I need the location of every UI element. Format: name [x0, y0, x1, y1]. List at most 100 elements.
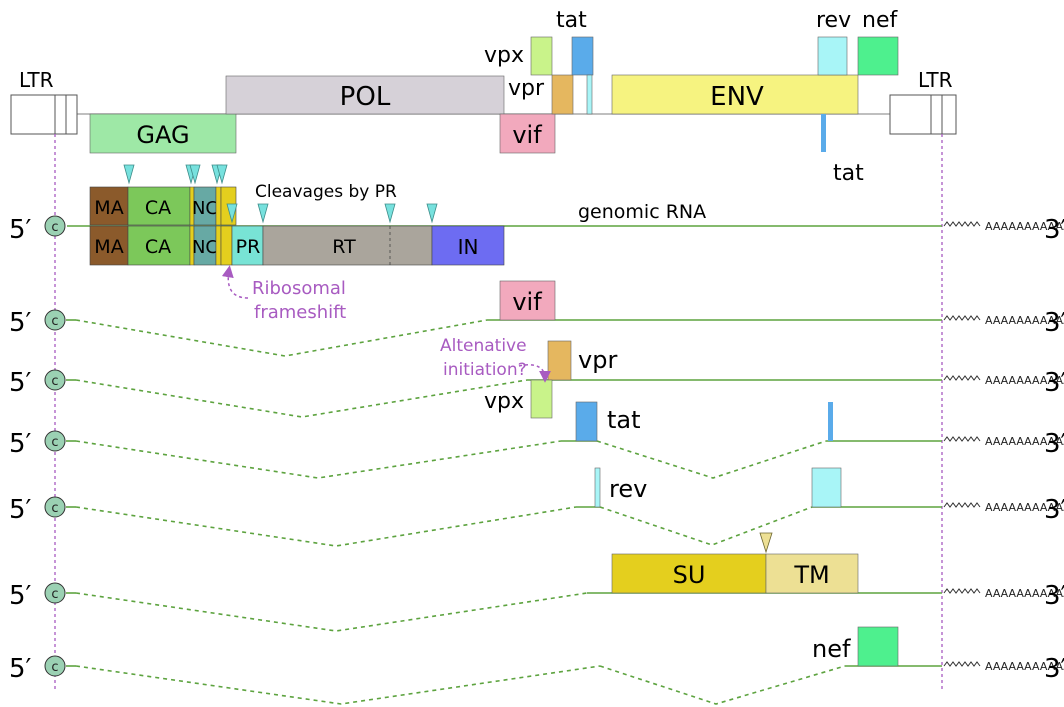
five-prime-label: 5′	[9, 429, 32, 459]
five-prime-label: 5′	[9, 495, 32, 525]
tat-exon-2	[821, 114, 826, 152]
intron-dash	[596, 440, 827, 479]
transcript-rev: 5′ c rev AAAAAAAAAAA 3′	[9, 467, 1064, 547]
gagpol-ca-label: CA	[145, 236, 171, 258]
intron-dash	[599, 506, 813, 546]
rev-label: rev	[816, 8, 851, 33]
nef-orf	[857, 626, 899, 667]
cleavage-marker-5	[216, 164, 228, 185]
alt-initiation-line1: Altenative	[440, 336, 527, 356]
intron-dash	[75, 379, 528, 418]
intron-dash	[75, 506, 577, 547]
rev-orf-1	[594, 467, 601, 508]
gagpol-nc-label: NC	[192, 237, 218, 258]
three-prime-label: 3′	[1044, 654, 1064, 684]
three-prime-label: 3′	[1044, 495, 1064, 525]
cleavage-markers	[123, 164, 438, 224]
rev-exon-1	[586, 74, 593, 115]
gagpol-pr-label: PR	[236, 236, 261, 258]
gagpol-sp2	[215, 225, 222, 266]
polya-label: AAAAAAAAAAA	[985, 314, 1064, 327]
frameshift-arrow	[221, 265, 249, 299]
cleavage-label: Cleavages by PR	[255, 182, 397, 202]
vif-orf	[499, 280, 556, 321]
vpr-orf	[547, 340, 572, 381]
tat-orf-label: tat	[607, 406, 641, 434]
pol-box	[225, 75, 505, 115]
polya-tail-zigzag	[943, 375, 981, 381]
five-prime-label: 5′	[9, 308, 32, 338]
polya-label: AAAAAAAAAAA	[985, 220, 1064, 233]
polya-label: AAAAAAAAAAA	[985, 587, 1064, 600]
genomic-rna-label: genomic RNA	[578, 201, 706, 223]
tat-bottom-label: tat	[833, 161, 864, 186]
cap-label: c	[51, 587, 58, 602]
cap-label: c	[51, 660, 58, 675]
cap-circle	[44, 369, 66, 391]
gag-sp2	[215, 186, 222, 226]
intron-dash	[75, 665, 601, 705]
cleavage-marker-6	[226, 203, 238, 224]
vpx-orf	[530, 379, 553, 419]
three-prime-label: 3′	[1044, 429, 1064, 459]
cleavage-marker-7	[257, 203, 269, 224]
gagpol-ca	[127, 225, 191, 266]
polya-tail-zigzag	[943, 436, 981, 442]
tat-orf-1	[575, 401, 598, 442]
cap-circle	[44, 309, 66, 331]
vpr-orf-label: vpr	[578, 346, 617, 374]
three-prime-label: 3′	[1044, 215, 1064, 245]
pol-label: POL	[340, 82, 391, 112]
genome-map: LTR LTR GAG POL vif vpx vpr tat ENV	[10, 8, 957, 186]
five-prime-label: 5′	[9, 581, 32, 611]
su-label: SU	[673, 561, 706, 589]
cap-circle	[44, 215, 66, 237]
intron-dash	[75, 592, 588, 632]
vif-orf-label: vif	[512, 288, 542, 316]
tat-box-1	[571, 36, 594, 76]
polya-label: AAAAAAAAAAA	[985, 660, 1064, 673]
transcript-vif: 5′ c vif AAAAAAAAAAA 3′	[9, 280, 1064, 357]
ltr-right: LTR	[889, 68, 957, 135]
three-prime-label: 3′	[1044, 368, 1064, 398]
gag-ma-label: MA	[94, 197, 123, 219]
polya-label: AAAAAAAAAAA	[985, 435, 1064, 448]
polya-tail-zigzag	[943, 315, 981, 321]
frameshift-label-line1: Ribosomal	[252, 278, 346, 299]
cap-label: c	[51, 374, 58, 389]
intron-dash	[599, 665, 846, 705]
cap-label: c	[51, 220, 58, 235]
vpr-box	[551, 74, 574, 115]
intron-dash	[75, 319, 488, 357]
polya-tail-zigzag	[943, 502, 981, 508]
rev-orf-2	[811, 467, 842, 508]
polya-label: AAAAAAAAAAA	[985, 374, 1064, 387]
ltr-left-label: LTR	[19, 68, 54, 92]
five-prime-label: 5′	[9, 654, 32, 684]
ltr-left: LTR	[10, 68, 78, 135]
cleavage-marker-1	[123, 164, 135, 185]
env-box	[611, 74, 859, 115]
five-prime-label: 5′	[9, 368, 32, 398]
gag-box	[89, 113, 237, 154]
gagpol-rt	[262, 225, 433, 266]
nef-label: nef	[862, 8, 898, 33]
gagpol-ma-label: MA	[94, 236, 123, 258]
cleavage-marker-8	[384, 203, 396, 224]
vpr-label: vpr	[508, 76, 545, 101]
polya-label: AAAAAAAAAAA	[985, 501, 1064, 514]
cap-circle	[44, 582, 66, 604]
intron-dash	[75, 440, 562, 479]
vif-box	[499, 113, 556, 154]
env-label: ENV	[710, 82, 764, 112]
su-box	[611, 553, 767, 594]
transcript-genomic: 5′ c AAAAAAAAAAA 3′	[9, 215, 1064, 245]
cap-circle	[44, 430, 66, 452]
alt-initiation-arrow	[518, 364, 551, 383]
polya-tail-zigzag	[943, 221, 981, 227]
gag-ca	[127, 186, 191, 226]
cap-label: c	[51, 314, 58, 329]
nef-orf-label: nef	[812, 635, 851, 663]
cap-circle	[44, 496, 66, 518]
